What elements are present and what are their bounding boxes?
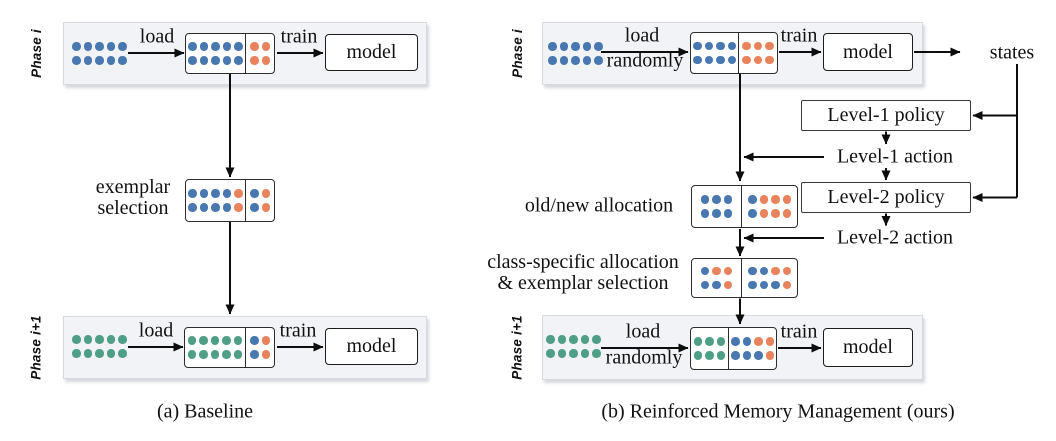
allocation-compartment-old: [692, 186, 741, 227]
memory-compartment-old: [245, 328, 274, 367]
class-specific-label-line2: & exemplar selection: [497, 272, 669, 294]
memory-compartment-old: [186, 34, 245, 73]
randomly-label-b-phase-i: randomly: [606, 49, 684, 72]
dot-grid: [188, 42, 243, 65]
load-label-a-phase-i1: load: [138, 319, 174, 342]
model-label: model: [346, 41, 397, 63]
memory-compartment-new: [738, 33, 777, 73]
dot-grid: [250, 336, 270, 359]
phase-i1-label-a: Phase i+1: [25, 315, 47, 380]
memory-compartment-old: [691, 33, 738, 73]
phase-i1-label-b: Phase i+1: [506, 315, 528, 380]
train-label-a-phase-i: train: [280, 25, 318, 48]
level1-action-label: Level-1 action: [836, 145, 954, 168]
dot-grid: [700, 266, 733, 290]
memory-box-a-phase-i: [185, 33, 275, 74]
level2-action-label: Level-2 action: [836, 226, 954, 249]
class-compartment-left: [692, 259, 741, 297]
dot-grid: [748, 266, 791, 290]
phase-i1-label-text-b: Phase i+1: [509, 315, 525, 380]
allocation-box-b: [691, 185, 798, 228]
phase-i-label-text-b: Phase i: [509, 29, 525, 78]
exemplar-box-a: [185, 179, 275, 222]
level1-policy-box: Level-1 policy: [801, 100, 971, 131]
dot-grid: [748, 195, 791, 218]
memory-compartment-new: [245, 34, 274, 73]
model-label: model: [843, 40, 893, 63]
load-label-a-phase-i: load: [139, 25, 175, 48]
dot-grid: [693, 41, 736, 65]
memory-compartment-new: [185, 328, 245, 367]
dot-grid: [250, 189, 270, 212]
memory-box-a-phase-i1: [184, 327, 275, 368]
level1-policy-label: Level-1 policy: [827, 104, 945, 126]
model-box-b-phase-i1: model: [823, 328, 913, 367]
model-label: model: [346, 335, 397, 357]
exemplar-compartment-new: [245, 180, 274, 221]
class-specific-label: class-specific allocation & exemplar sel…: [487, 252, 679, 294]
load-label-b-phase-i: load: [624, 24, 660, 47]
train-label-b-phase-i1: train: [780, 320, 818, 343]
phase-i-label-b: Phase i: [506, 22, 528, 85]
model-label: model: [843, 336, 893, 358]
phase-i1-label-text-a: Phase i+1: [28, 315, 44, 380]
dot-grid: [250, 42, 270, 65]
dot-grid: [700, 195, 733, 218]
exemplar-selection-label: exemplar selection: [96, 177, 170, 219]
input-dot-grid-a-phase-i1: [72, 335, 127, 358]
phase-i-label-a: Phase i: [25, 22, 47, 85]
exemplar-compartment-old: [186, 180, 245, 221]
model-box-b-phase-i: model: [823, 33, 913, 71]
dot-grid: [188, 189, 243, 212]
input-dot-grid-b-phase-i: [548, 42, 603, 65]
caption-a: (a) Baseline: [156, 400, 254, 423]
dot-grid: [742, 41, 774, 65]
level2-policy-box: Level-2 policy: [801, 182, 971, 213]
randomly-label-b-phase-i1: randomly: [605, 346, 683, 369]
allocation-compartment-new: [741, 186, 797, 227]
memory-compartment-old: [728, 328, 776, 369]
dot-grid: [731, 337, 774, 360]
dot-grid: [187, 336, 243, 359]
class-compartment-right: [741, 259, 797, 297]
class-specific-label-line1: class-specific allocation: [487, 251, 679, 273]
model-box-a-phase-i: model: [325, 34, 418, 71]
load-label-b-phase-i1: load: [625, 320, 661, 343]
input-dot-grid-b-phase-i1: [546, 335, 601, 358]
class-allocation-box-b: [691, 258, 798, 298]
states-label: states: [989, 41, 1035, 64]
train-label-a-phase-i1: train: [279, 319, 317, 342]
model-box-a-phase-i1: model: [325, 328, 418, 365]
old-new-allocation-label: old/new allocation: [524, 194, 674, 217]
memory-box-b-phase-i1: [690, 327, 777, 370]
level2-policy-label: Level-2 policy: [827, 186, 945, 208]
train-label-b-phase-i: train: [780, 24, 818, 47]
memory-compartment-new: [691, 328, 728, 369]
memory-box-b-phase-i: [690, 32, 778, 74]
phase-i-label-text-a: Phase i: [28, 29, 44, 78]
dot-grid: [693, 337, 726, 360]
exemplar-label-line2: selection: [97, 197, 169, 219]
input-dot-grid-a-phase-i: [72, 42, 127, 65]
exemplar-label-line1: exemplar: [95, 176, 171, 198]
caption-b: (b) Reinforced Memory Management (ours): [601, 400, 955, 423]
